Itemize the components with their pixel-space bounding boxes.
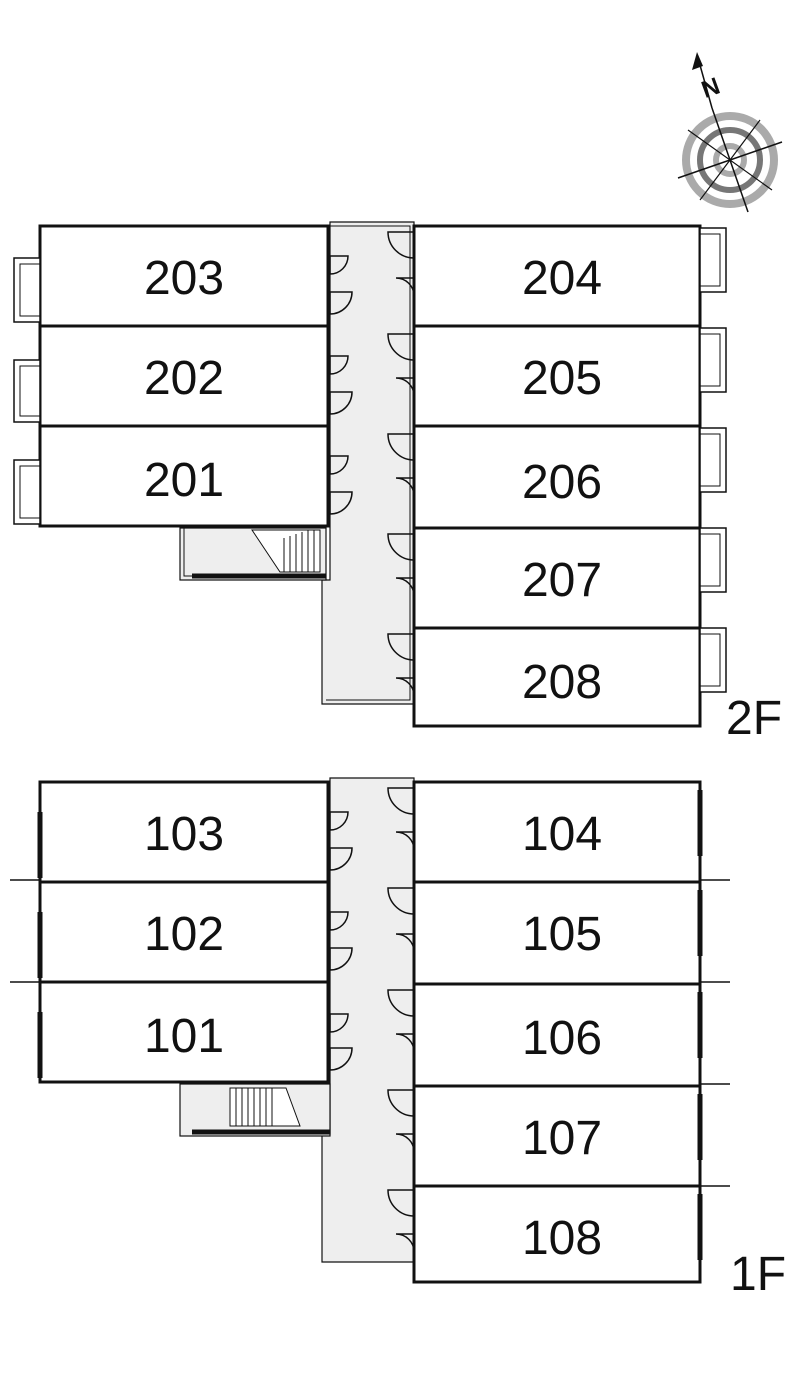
- unit-label: 103: [144, 808, 224, 861]
- unit-206: 206: [412, 424, 727, 530]
- floor-2f-plan: 203 202 201 204 205: [13, 221, 782, 745]
- unit-101: 101: [37, 980, 330, 1084]
- north-label: N: [698, 73, 724, 104]
- floor-label: 2F: [726, 692, 782, 745]
- unit-202: 202: [13, 324, 330, 428]
- unit-102: 102: [37, 880, 330, 984]
- unit-103: 103: [37, 780, 330, 884]
- stair-landing: [179, 1083, 331, 1137]
- unit-104: 104: [412, 780, 703, 884]
- unit-label: 201: [144, 454, 224, 507]
- unit-203: 203: [13, 224, 330, 328]
- unit-label: 208: [522, 656, 602, 709]
- unit-label: 106: [522, 1012, 602, 1065]
- unit-105: 105: [412, 880, 703, 986]
- unit-204: 204: [412, 224, 727, 328]
- unit-label: 102: [144, 908, 224, 961]
- unit-label: 205: [522, 352, 602, 405]
- floor-label: 1F: [730, 1248, 786, 1301]
- floor-1f-plan: 103 102 101 104 105 106: [10, 777, 786, 1301]
- unit-label: 202: [144, 352, 224, 405]
- unit-label: 101: [144, 1010, 224, 1063]
- unit-label: 107: [522, 1112, 602, 1165]
- unit-207: 207: [412, 526, 727, 630]
- corridor: [321, 221, 415, 705]
- unit-106: 106: [412, 982, 703, 1088]
- unit-205: 205: [412, 324, 727, 428]
- unit-label: 207: [522, 554, 602, 607]
- unit-108: 108: [412, 1184, 703, 1284]
- unit-label: 203: [144, 252, 224, 305]
- unit-107: 107: [412, 1084, 703, 1188]
- stair-landing: [179, 527, 327, 581]
- unit-label: 108: [522, 1212, 602, 1265]
- unit-label: 206: [522, 456, 602, 509]
- compass-rose-icon: [677, 52, 783, 213]
- doors-left: [329, 255, 353, 515]
- unit-label: 204: [522, 252, 602, 305]
- unit-label: 105: [522, 908, 602, 961]
- doors-right: [387, 231, 415, 697]
- fence-lines: [10, 879, 730, 1187]
- unit-label: 104: [522, 808, 602, 861]
- unit-208: 208: [412, 626, 727, 728]
- doors-left: [329, 811, 353, 1071]
- doors-right: [387, 787, 415, 1253]
- unit-201: 201: [13, 424, 330, 528]
